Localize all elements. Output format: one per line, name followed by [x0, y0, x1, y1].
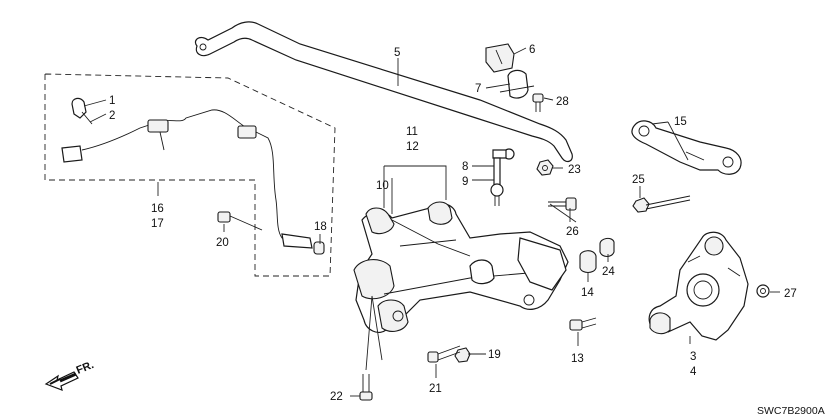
callout-19: 19: [488, 349, 501, 361]
washer-27: [756, 284, 770, 298]
callout-12: 12: [406, 141, 419, 153]
bushing-14: [579, 250, 597, 274]
callout-14: 14: [581, 287, 594, 299]
wheel-speed-sensor: [71, 97, 93, 125]
bolt-25: [632, 195, 691, 213]
callout-8: 8: [462, 161, 468, 173]
bolt-28: [532, 93, 544, 112]
stabilizer-bushing: [485, 43, 515, 73]
upper-arm: [631, 120, 742, 175]
sensor-harness: [61, 109, 313, 249]
front-direction-arrow-icon: FR.: [44, 359, 96, 391]
callout-23: 23: [568, 164, 581, 176]
callout-22: 22: [330, 391, 343, 403]
diagram-code: SWC7B2900A: [757, 405, 825, 417]
callout-21: 21: [429, 383, 442, 395]
bushing-holder: [499, 69, 535, 99]
stabilizer-bar: [194, 21, 573, 163]
callout-18: 18: [314, 221, 327, 233]
direction-label: FR.: [75, 359, 96, 377]
callout-5: 5: [394, 47, 400, 59]
callout-2: 2: [109, 110, 115, 122]
callout-3: 3: [690, 351, 696, 363]
callout-24: 24: [602, 266, 615, 278]
stabilizer-link: [490, 148, 515, 206]
sensor-harness-callout-frame: [44, 73, 336, 277]
callout-25: 25: [632, 174, 645, 186]
callout-16: 16: [151, 203, 164, 215]
callout-9: 9: [462, 176, 468, 188]
callout-10: 10: [376, 180, 389, 192]
callout-27: 27: [784, 288, 797, 300]
bolt-13: [569, 317, 597, 331]
callout-4: 4: [690, 366, 697, 378]
callout-13: 13: [571, 353, 584, 365]
bolt-21: [427, 345, 461, 363]
callout-20: 20: [216, 237, 229, 249]
bolt-22: [359, 374, 373, 401]
bolt-20: [217, 211, 263, 231]
callout-7: 7: [475, 83, 481, 95]
bushing-24: [599, 237, 615, 258]
callout-15: 15: [674, 116, 687, 128]
callout-17: 17: [151, 218, 164, 230]
bolt-26: [548, 197, 577, 211]
callout-1: 1: [109, 95, 115, 107]
callout-6: 6: [529, 44, 535, 56]
lower-arm-assembly: [353, 201, 569, 333]
rear-knuckle: [648, 231, 749, 341]
flange-nut-23: [536, 159, 554, 176]
callout-28: 28: [556, 96, 569, 108]
callout-26: 26: [566, 226, 579, 238]
harness-clip-18: [313, 241, 325, 255]
nut-19: [454, 347, 471, 363]
callout-11: 11: [406, 126, 418, 138]
leader-lines: [83, 47, 780, 397]
callout-labels: 1 2 3 4 5 6 7 8 9 10 11 12 13 14 15 16 1…: [109, 44, 797, 403]
